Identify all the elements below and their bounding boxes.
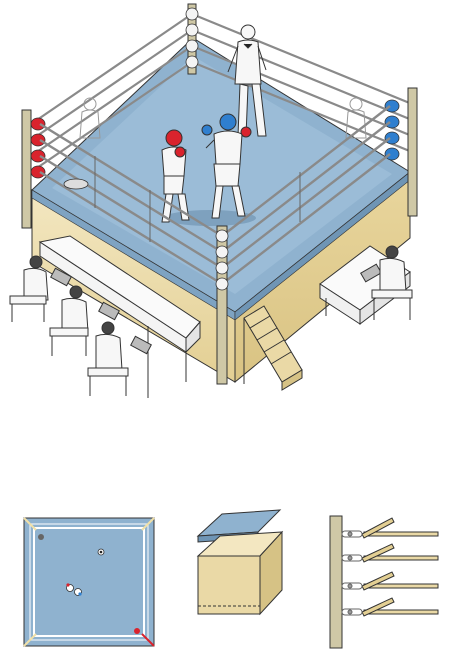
plan-corner-red — [134, 628, 140, 634]
plan-referee — [97, 548, 105, 556]
plan-boxers — [66, 583, 82, 596]
plan-corner-neutral — [38, 534, 44, 540]
corner-stool — [63, 178, 89, 190]
judge-2 — [49, 285, 89, 356]
corner-post-blue — [384, 87, 418, 217]
corner-post-front — [215, 225, 229, 385]
second-silhouette-right — [345, 97, 367, 139]
corner-post-back — [185, 3, 199, 75]
second-silhouette-left — [79, 97, 101, 139]
ropes-front — [39, 105, 391, 286]
corner-post-red — [21, 109, 46, 229]
judges-table — [38, 235, 201, 398]
judge-1 — [9, 255, 49, 322]
ring-main-view — [21, 3, 418, 391]
boxer-blue — [201, 113, 252, 219]
judge-3 — [87, 321, 129, 396]
ring-plan-view — [23, 517, 155, 647]
turnbuckles — [341, 530, 363, 616]
ring-platform-cross-section — [196, 509, 284, 616]
ring-steps — [243, 305, 303, 391]
referee — [227, 24, 267, 137]
rope-ties — [94, 156, 301, 242]
corner-post-rope-attachment — [329, 515, 439, 649]
official — [371, 245, 413, 320]
